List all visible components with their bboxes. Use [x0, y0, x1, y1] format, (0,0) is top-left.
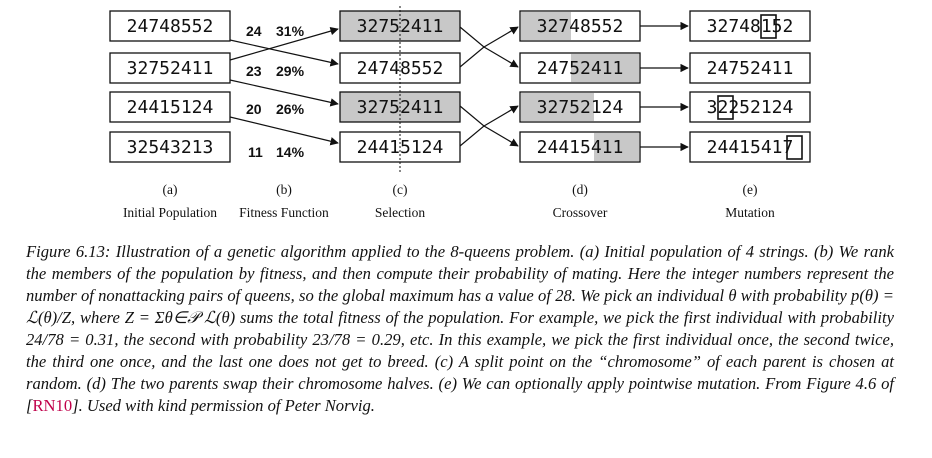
population-string: 32752411	[127, 58, 214, 79]
mutation-box	[689, 52, 811, 84]
column-letter: (d)	[572, 182, 588, 197]
crossover-column: 32748552 24752411 32752124 24415411	[519, 10, 641, 163]
crossover-arrows	[459, 26, 519, 147]
crossover-string: 32752124	[537, 97, 624, 118]
mutation-string: 32252124	[707, 97, 794, 118]
column-labels: (a) Initial Population (b) Fitness Funct…	[123, 182, 775, 220]
population-box	[109, 52, 231, 84]
mutated-gene-marker	[786, 135, 803, 160]
mutated-gene-marker	[760, 14, 777, 39]
fitness-value: 20	[246, 101, 262, 117]
mutated-gene-marker	[717, 95, 734, 120]
fitness-value: 11	[248, 144, 263, 160]
mutation-box	[689, 10, 811, 42]
mutation-string: 24415417	[707, 137, 794, 158]
mutation-column: 32748152 24752411 32252124 24415417	[689, 10, 811, 163]
crossover-shade	[571, 54, 639, 82]
fitness-percent: 29%	[276, 63, 305, 79]
fitness-percent: 14%	[276, 144, 305, 160]
crossover-shade	[521, 93, 594, 121]
crossover-shade	[594, 133, 639, 161]
column-letter: (e)	[743, 182, 758, 197]
selection-column: 32752411 24748552 32752411 24415124	[339, 6, 461, 172]
figure-caption: Figure 6.13: Illustration of a genetic a…	[26, 242, 894, 415]
population-string: 32543213	[127, 137, 214, 158]
column-letter: (a)	[163, 182, 178, 197]
citation-link[interactable]: RN10	[32, 396, 73, 415]
mutation-box	[689, 91, 811, 123]
population-string: 24415124	[127, 97, 214, 118]
mutation-arrows	[640, 21, 689, 152]
mutation-string: 32748152	[707, 16, 794, 37]
mutation-string: 24752411	[707, 58, 794, 79]
crossover-string: 32748552	[537, 16, 624, 37]
column-title: Fitness Function	[239, 205, 329, 220]
crossover-shade	[521, 12, 571, 40]
population-box	[109, 10, 231, 42]
column-letter: (c)	[393, 182, 408, 197]
population-box	[109, 91, 231, 123]
fitness-percent: 31%	[276, 23, 305, 39]
population-box	[109, 131, 231, 163]
genetic-algorithm-diagram: 24748552 32752411 24415124 32543213 24 3…	[109, 6, 811, 220]
probability-formula: p(θ) = ℒ(θ)/Z	[26, 286, 894, 327]
theta-symbol: θ	[728, 286, 737, 305]
column-letter: (b)	[276, 182, 292, 197]
crossover-string: 24752411	[537, 58, 624, 79]
fitness-value: 23	[246, 63, 262, 79]
column-title: Mutation	[725, 205, 775, 220]
normalizer-formula: Z = Σθ∈𝒫 ℒ(θ)	[124, 308, 236, 327]
mutation-box	[689, 131, 811, 163]
crossover-string: 24415411	[537, 137, 624, 158]
column-title: Crossover	[553, 205, 608, 220]
selection-string: 24748552	[357, 58, 444, 79]
fitness-column: 24 31% 23 29% 20 26% 11 14%	[246, 23, 305, 160]
population-string: 24748552	[127, 16, 214, 37]
population-column: 24748552 32752411 24415124 32543213	[109, 10, 231, 163]
column-title: Initial Population	[123, 205, 217, 220]
column-title: Selection	[375, 205, 425, 220]
fitness-percent: 26%	[276, 101, 305, 117]
fitness-value: 24	[246, 23, 262, 39]
selection-arrows	[229, 27, 339, 146]
